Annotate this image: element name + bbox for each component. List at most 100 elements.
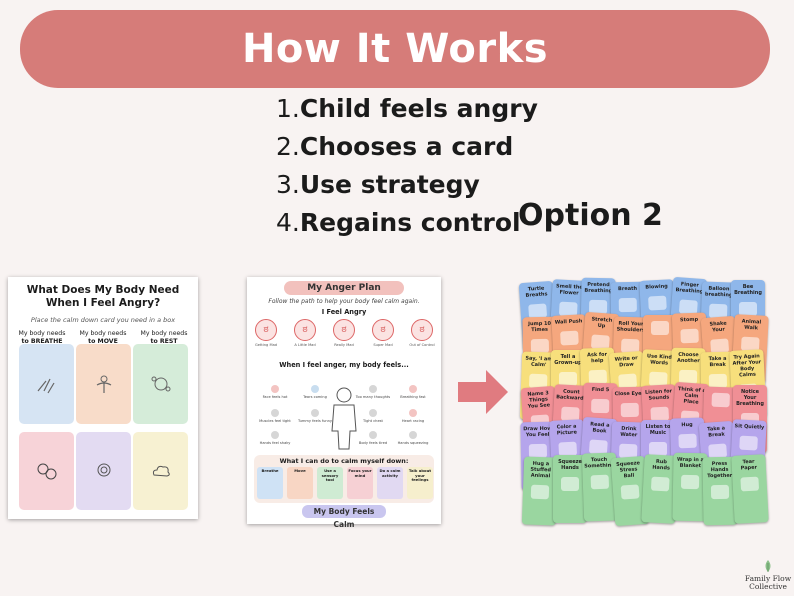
- step-item: 2.Chooses a card: [276, 128, 538, 166]
- card-illustration-icon: [650, 476, 670, 492]
- step-number: 4.: [276, 208, 300, 237]
- face-label: A Little Mad: [294, 343, 316, 347]
- angry-face-icon: ಠ: [411, 319, 433, 341]
- strategy-box: Talk about your feelings: [407, 467, 433, 499]
- body-map: Face feels hot Tears coming Too many tho…: [255, 383, 433, 451]
- muscle-icon: [96, 375, 111, 393]
- step-number: 2.: [276, 132, 300, 161]
- card-illustration-icon: [561, 477, 579, 491]
- brand-line1: Family Flow: [744, 574, 792, 583]
- worksheet-subtitle: Place the calm down card you need in a b…: [30, 316, 176, 324]
- card-label: Squeeze Hands: [558, 459, 582, 471]
- strategy-label: Use a sensory tool: [321, 468, 339, 482]
- body-feels-calm-label: My Body Feels Calm: [302, 505, 386, 529]
- angry-face-icon: ಠ: [255, 319, 277, 341]
- strategy-box: Use a sensory tool: [317, 467, 343, 499]
- body-label: Muscles feel tight: [259, 419, 291, 423]
- card-label: Take a Break: [707, 425, 726, 439]
- body-label: Tears coming: [302, 395, 327, 399]
- column-to: to BREATHE: [21, 338, 63, 345]
- face-label: Really Mad: [334, 343, 354, 347]
- column-to: to MOVE: [88, 338, 118, 345]
- strategy-box: Move: [287, 467, 313, 499]
- anger-face: ಠ Really Mad: [333, 319, 355, 347]
- arrow-right-icon: [458, 370, 508, 414]
- body-label: Tight chest: [362, 419, 384, 423]
- card-label: Tear Paper: [740, 458, 758, 472]
- anger-plan-title: My Anger Plan: [284, 281, 404, 295]
- step-number: 1.: [276, 94, 300, 123]
- step-text: Use strategy: [299, 170, 480, 199]
- card-label: Color a Picture: [556, 423, 578, 437]
- face-label: Getting Mad: [254, 343, 278, 347]
- strategy-box: Breathe: [257, 467, 283, 499]
- face-label: Super Mad: [373, 343, 393, 347]
- column-pre: My body needs: [79, 330, 127, 337]
- card-illustration-icon: [560, 330, 579, 346]
- anger-face: ಠ Getting Mad: [255, 319, 277, 347]
- strategy-box: Focus your mind: [347, 467, 373, 499]
- body-label: Face feels hot: [263, 395, 288, 399]
- body-label: Hands feel shaky: [260, 441, 292, 445]
- strategy-label: Talk about your feelings: [408, 468, 432, 482]
- steps-list: 1.Child feels angry 2.Chooses a card 3.U…: [276, 90, 538, 242]
- calm-down-card: Squeeze Hands: [553, 455, 587, 523]
- card-illustration-icon: [530, 484, 550, 500]
- angry-face-icon: ಠ: [333, 319, 355, 341]
- cloud-icon: [152, 465, 170, 477]
- card-illustration-icon: [740, 476, 760, 492]
- step-item: 4.Regains control: [276, 204, 538, 242]
- card-illustration-icon: [649, 442, 667, 456]
- card-illustration-icon: [590, 474, 610, 490]
- body-label: Too many thoughts: [355, 395, 391, 399]
- card-label: Turtle Breaths: [525, 285, 548, 299]
- card-illustration-icon: [711, 392, 730, 408]
- worksheet-title-line1: What Does My Body Need: [26, 284, 180, 296]
- card-illustration-icon: [559, 372, 577, 386]
- card-label: Blowing: [645, 283, 668, 291]
- card-label: Wall Push: [554, 318, 583, 326]
- card-illustration-icon: [678, 433, 697, 449]
- card-illustration-icon: [651, 321, 669, 335]
- card-illustration-icon: [710, 484, 730, 500]
- option-label: Option 2: [518, 198, 663, 233]
- rest-icon: [151, 376, 170, 392]
- page-title: How It Works: [241, 26, 549, 72]
- card-illustration-icon: [618, 297, 637, 313]
- section-calm-down: What I can do to calm myself down:: [279, 457, 409, 465]
- card-illustration-icon: [680, 328, 699, 344]
- anger-plan-worksheet: My Anger Plan Follow the path to help yo…: [247, 277, 441, 529]
- column-pre: My body needs: [18, 330, 66, 337]
- breathe-card-box: [19, 344, 74, 424]
- rest-card-box: [133, 344, 188, 424]
- brand-logo: Family Flow Collective: [744, 559, 792, 591]
- body-label: Hands squeezing: [398, 441, 429, 445]
- calm-down-card: Tear Paper: [731, 454, 769, 524]
- strategy-label: Breathe: [261, 468, 279, 473]
- anger-plan-subtitle: Follow the path to help your body feel c…: [268, 298, 420, 305]
- step-text: Child feels angry: [299, 94, 538, 123]
- step-text: Chooses a card: [299, 132, 514, 161]
- card-illustration-icon: [591, 398, 610, 414]
- card-illustration-icon: [620, 484, 640, 500]
- body-outline-icon: Face feels hot Tears coming Too many tho…: [259, 385, 429, 450]
- body-needs-worksheet: What Does My Body Need When I Feel Angry…: [8, 277, 198, 519]
- card-label: Listen for Sounds: [644, 388, 673, 402]
- worksheet-title-line2: When I Feel Angry?: [45, 297, 161, 309]
- card-label: Try Again After Your Body Calms: [732, 353, 762, 379]
- card-label: Squeeze Stress Ball: [616, 460, 641, 480]
- step-text: Regains control: [299, 208, 521, 237]
- strategy-label: Focus your mind: [348, 468, 372, 478]
- column-to: to REST: [150, 338, 178, 345]
- brand-line2: Collective: [749, 582, 787, 591]
- header-banner: How It Works: [20, 10, 770, 88]
- move-card-box: [76, 344, 131, 424]
